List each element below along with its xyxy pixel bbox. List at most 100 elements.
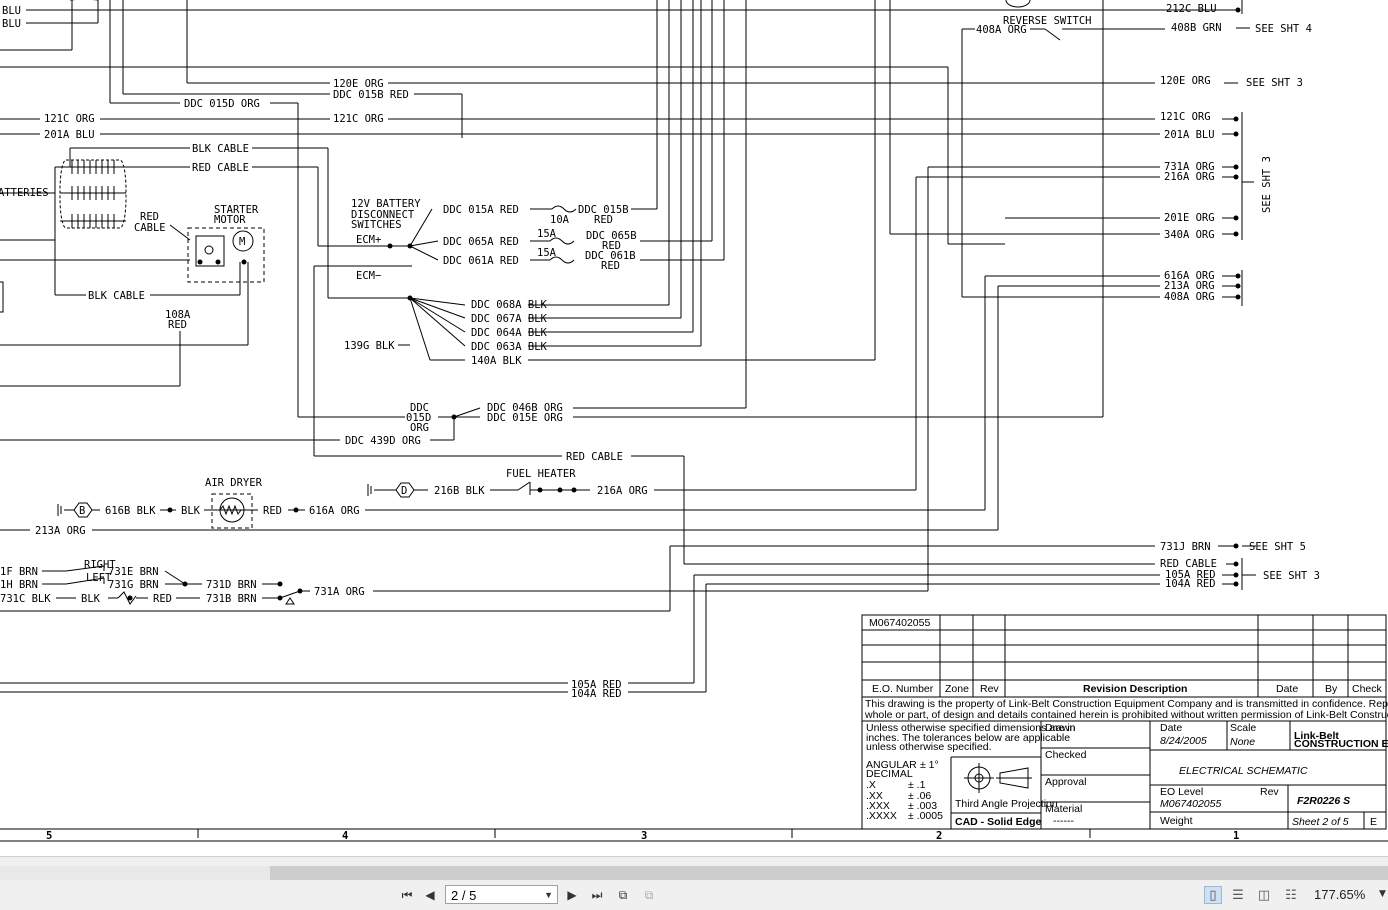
- cad-label: CAD - Solid Edge: [955, 816, 1041, 828]
- wire-label: 616A ORG: [309, 505, 360, 517]
- fuse-label: 10A: [550, 214, 570, 226]
- scrollbar-thumb[interactable]: [270, 866, 1388, 880]
- eo-level-label: EO Level: [1160, 786, 1203, 798]
- wire-label: 408A ORG: [1164, 291, 1215, 303]
- wire-label: 201E ORG: [1164, 212, 1215, 224]
- wire-label: 201A BLU: [44, 129, 95, 141]
- component-label: SWITCHES: [351, 219, 402, 231]
- zone-number: 2: [936, 830, 942, 842]
- brand-logo: Link-Belt: [1294, 730, 1339, 742]
- wire-label: 731A ORG: [1164, 161, 1215, 173]
- page-number-value: 2 / 5: [451, 888, 477, 903]
- fuse-label: 15A: [537, 228, 557, 240]
- wire-label: DDC 061B: [585, 250, 636, 262]
- tolerance-label: ANGULAR: [866, 759, 917, 771]
- previous-view-icon[interactable]: ⧉: [618, 887, 628, 902]
- wire-label: DDC 015A RED: [443, 204, 519, 216]
- wire-label: 731G BRN: [108, 579, 159, 591]
- document-number: F2R0226 S: [1297, 795, 1350, 807]
- brand-logo: CONSTRUCTION EQUIPMENT: [1294, 738, 1388, 750]
- next-page-icon[interactable]: ▶: [567, 888, 577, 902]
- terminal-label: ECM−: [356, 270, 381, 282]
- component-label: MOTOR: [214, 214, 246, 226]
- next-view-icon[interactable]: ⧉: [644, 887, 654, 902]
- wire-label: 731E BRN: [108, 566, 159, 578]
- wire-label: DDC 015B: [578, 204, 629, 216]
- wire-label: 105A RED: [571, 679, 622, 691]
- column-header: Date: [1276, 683, 1298, 695]
- continuous-facing-icon[interactable]: ☷: [1285, 887, 1297, 903]
- fuse-15a: [549, 237, 575, 245]
- connector-label: B: [79, 505, 85, 517]
- column-header: Check: [1352, 683, 1383, 695]
- wire-label: 408A ORG: [976, 24, 1027, 36]
- sheet-reference: SEE SHT 3: [1246, 77, 1303, 89]
- tolerance-value: ± 1°: [920, 759, 939, 771]
- confidentiality-notice: This drawing is the property of Link-Bel…: [865, 698, 1388, 710]
- wire-label: CABLE: [134, 222, 166, 234]
- wire-label: RED: [594, 214, 613, 226]
- wire-label: ORG: [410, 422, 429, 434]
- last-page-icon[interactable]: ⏭: [591, 887, 603, 902]
- wire-label: 1H BRN: [0, 579, 38, 591]
- chevron-down-icon: ▼: [544, 890, 553, 900]
- confidentiality-notice: whole or part, of design and details con…: [864, 709, 1388, 721]
- wire-label: 408B GRN: [1171, 22, 1222, 34]
- tolerance-value: ± .003: [908, 800, 937, 812]
- wire-label: 140A BLK: [471, 355, 522, 367]
- wire-label: RED: [601, 260, 620, 272]
- wire-label: DDC 015B RED: [333, 89, 409, 101]
- wire-label: BLU: [2, 18, 21, 30]
- wire-label: 616B BLK: [105, 505, 156, 517]
- wire-label: 731D BRN: [206, 579, 257, 591]
- rev-label: Rev: [1260, 786, 1279, 798]
- wire-label: 213A ORG: [35, 525, 86, 537]
- tolerance-label: .XXX: [866, 800, 890, 812]
- previous-page-icon[interactable]: ◀: [425, 888, 435, 902]
- page-number-select[interactable]: 2 / 5 ▼: [445, 885, 558, 904]
- eo-level-value: M067402055: [1160, 798, 1221, 810]
- sheet-size: E: [1370, 816, 1377, 828]
- wire-label: RED: [263, 505, 282, 517]
- wire-label: DDC 063A BLK: [471, 341, 548, 353]
- single-page-icon[interactable]: ▯: [1204, 886, 1222, 904]
- wire-label: RED CABLE: [1160, 558, 1217, 570]
- wire-label: 120E ORG: [1160, 75, 1211, 87]
- tolerance-note: inches. The tolerances below are applica…: [866, 732, 1070, 744]
- wire-label: 731B BRN: [206, 593, 257, 605]
- zoom-level[interactable]: 177.65%: [1314, 887, 1366, 902]
- wire-label: RED: [602, 240, 621, 252]
- wire-label: 104A RED: [1165, 578, 1216, 590]
- tolerance-value: ± .1: [908, 779, 926, 791]
- wire-label: BLU: [2, 5, 21, 17]
- component-label: STARTER: [214, 204, 259, 216]
- air-dryer-circuit: [57, 493, 305, 529]
- wire-label: DDC 068A BLK: [471, 299, 548, 311]
- column-header: Zone: [945, 683, 969, 695]
- wire-label: DDC 067A BLK: [471, 313, 548, 325]
- scale-label: Scale: [1230, 722, 1256, 734]
- schematic-sheet: BLU BLU 212C BLU REVERSE SWITCH 408A ORG…: [0, 0, 1388, 842]
- wire-label: 731J BRN: [1160, 541, 1211, 553]
- wire-label: DDC 065A RED: [443, 236, 519, 248]
- column-header: Revision Description: [1083, 683, 1187, 695]
- switch-blade: [1044, 28, 1061, 41]
- wire-label: 139G BLK: [344, 340, 395, 352]
- zone-number: 4: [342, 830, 348, 842]
- checked-label: Checked: [1045, 749, 1087, 761]
- component-label: 12V BATTERY: [351, 198, 421, 210]
- starter-motor: [0, 224, 265, 387]
- continuous-icon[interactable]: ☰: [1232, 887, 1244, 903]
- tolerance-value: ± .06: [908, 790, 931, 802]
- zone-number: 3: [641, 830, 647, 842]
- wire-label: 731C BLK: [0, 593, 51, 605]
- chevron-down-icon[interactable]: ▼: [1379, 889, 1386, 899]
- sheet-number: Sheet 2 of 5: [1292, 816, 1349, 828]
- tolerance-note: unless otherwise specified.: [866, 741, 991, 753]
- eo-number-value: M067402055: [869, 617, 930, 629]
- schematic-drawing: BLU BLU 212C BLU REVERSE SWITCH 408A ORG…: [0, 0, 1388, 842]
- facing-icon[interactable]: ◫: [1257, 887, 1271, 903]
- wire-label: DDC 015D ORG: [184, 98, 260, 110]
- wire-label: 213A ORG: [1164, 280, 1215, 292]
- first-page-icon[interactable]: ⏮: [401, 887, 413, 902]
